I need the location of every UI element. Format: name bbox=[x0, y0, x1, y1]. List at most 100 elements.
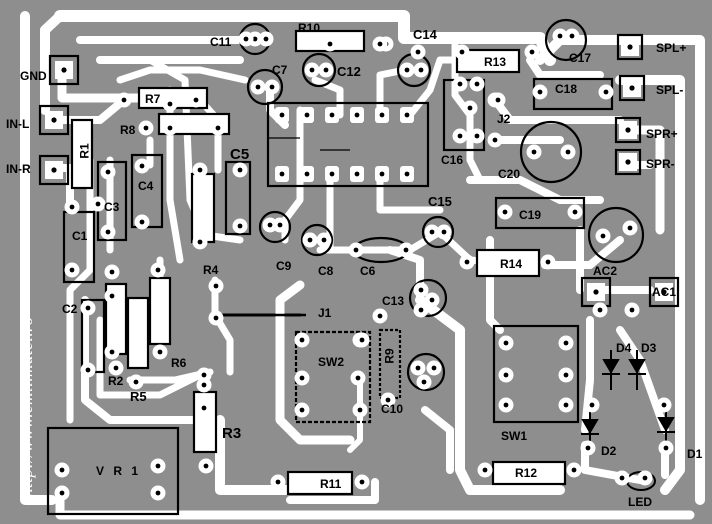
pad-hole bbox=[503, 340, 509, 346]
pad-hole bbox=[625, 127, 631, 133]
pad-hole bbox=[557, 33, 563, 39]
pad-hole bbox=[565, 149, 571, 155]
c12-label: C12 bbox=[337, 64, 361, 79]
pad-hole bbox=[418, 67, 424, 73]
pad-hole bbox=[69, 204, 75, 210]
pad-hole bbox=[429, 297, 435, 303]
pad-hole bbox=[529, 49, 535, 55]
pad-hole bbox=[237, 223, 243, 229]
pad-hole bbox=[627, 44, 633, 50]
pad-hole bbox=[263, 36, 269, 42]
pad-hole bbox=[357, 407, 363, 413]
pad-hole bbox=[157, 349, 163, 355]
pad-hole bbox=[95, 201, 101, 207]
pad-hole bbox=[418, 307, 424, 313]
pad-hole bbox=[215, 125, 221, 131]
pad-hole bbox=[572, 209, 578, 215]
website-watermark: http://www.emil.matei.ro bbox=[17, 316, 36, 497]
ac1-label: AC1 bbox=[652, 285, 677, 299]
pad-hole bbox=[193, 97, 199, 103]
pad-hole bbox=[113, 365, 119, 371]
pad-hole bbox=[277, 222, 283, 228]
pad-hole bbox=[404, 67, 410, 73]
sw1-label: SW1 bbox=[501, 429, 528, 443]
r14-label: R14 bbox=[500, 257, 523, 271]
r2-label: R2 bbox=[108, 374, 124, 388]
c15-label: C15 bbox=[428, 194, 452, 209]
pad-hole bbox=[59, 467, 65, 473]
r1-label: R1 bbox=[77, 143, 92, 159]
r8-label: R8 bbox=[120, 123, 136, 137]
r11-label: R11 bbox=[320, 477, 342, 491]
pad-hole bbox=[459, 49, 465, 55]
pad-hole bbox=[563, 402, 569, 408]
pad-hole bbox=[304, 112, 310, 118]
pad-hole bbox=[237, 167, 243, 173]
pad-hole bbox=[355, 375, 361, 381]
pad-hole bbox=[105, 229, 111, 235]
c1-label: C1 bbox=[72, 229, 88, 243]
pad-hole bbox=[255, 84, 261, 90]
pad-hole bbox=[267, 222, 273, 228]
r12-label: R12 bbox=[515, 466, 538, 480]
c17-label: C17 bbox=[569, 51, 592, 65]
pad-hole bbox=[329, 171, 335, 177]
pad-hole bbox=[642, 475, 648, 481]
pad-hole bbox=[415, 49, 421, 55]
pad-hole bbox=[359, 337, 365, 343]
pad-hole bbox=[359, 479, 365, 485]
pad-hole bbox=[474, 81, 480, 87]
pad-hole bbox=[377, 41, 383, 47]
pad-hole bbox=[457, 133, 463, 139]
pad-hole bbox=[403, 247, 409, 253]
pad-hole bbox=[379, 112, 385, 118]
vr1-label: V R 1 bbox=[96, 464, 142, 478]
pad-hole bbox=[269, 84, 275, 90]
spl-minus-label: SPL- bbox=[656, 83, 684, 97]
pad-hole bbox=[133, 379, 139, 385]
pad-hole bbox=[203, 463, 209, 469]
pad-hole bbox=[85, 305, 91, 311]
pad-hole bbox=[201, 382, 207, 388]
d1-label: D1 bbox=[687, 447, 703, 461]
pad-hole bbox=[304, 171, 310, 177]
pad-hole bbox=[661, 289, 667, 295]
pad-hole bbox=[464, 259, 470, 265]
r3-label: R3 bbox=[222, 425, 242, 442]
pad-hole bbox=[441, 229, 447, 235]
pad-hole bbox=[309, 67, 315, 73]
pad-hole bbox=[495, 97, 501, 103]
pad-hole bbox=[353, 247, 359, 253]
r6-label: R6 bbox=[171, 356, 187, 370]
r7-label: R7 bbox=[145, 92, 161, 106]
pad-hole bbox=[321, 237, 327, 243]
c4-label: C4 bbox=[138, 179, 154, 193]
pad-hole bbox=[537, 89, 543, 95]
c13-label: C13 bbox=[382, 294, 405, 308]
d3-label: D3 bbox=[641, 341, 657, 355]
pad-hole bbox=[482, 467, 488, 473]
c9-label: C9 bbox=[276, 259, 292, 273]
pad-hole bbox=[377, 313, 383, 319]
c7-label: C7 bbox=[272, 63, 288, 77]
c18-label: C18 bbox=[555, 82, 578, 96]
r5-label: R5 bbox=[130, 389, 147, 404]
d4-label: D4 bbox=[616, 341, 632, 355]
pad-hole bbox=[563, 340, 569, 346]
pad-hole bbox=[457, 81, 463, 87]
ic-outline bbox=[266, 101, 430, 188]
pad-hole bbox=[109, 349, 115, 355]
pad-hole bbox=[379, 171, 385, 177]
pad-hole bbox=[143, 125, 149, 131]
c2-label: C2 bbox=[62, 302, 78, 316]
sw2-label: SW2 bbox=[318, 355, 345, 369]
j2-label: J2 bbox=[497, 112, 511, 126]
c19-label: C19 bbox=[519, 208, 542, 222]
pad-hole bbox=[197, 167, 203, 173]
d2-label: D2 bbox=[601, 444, 617, 458]
pad-hole bbox=[663, 445, 669, 451]
pad-hole bbox=[619, 475, 625, 481]
pad-hole bbox=[597, 307, 603, 313]
pad-hole bbox=[59, 490, 65, 496]
